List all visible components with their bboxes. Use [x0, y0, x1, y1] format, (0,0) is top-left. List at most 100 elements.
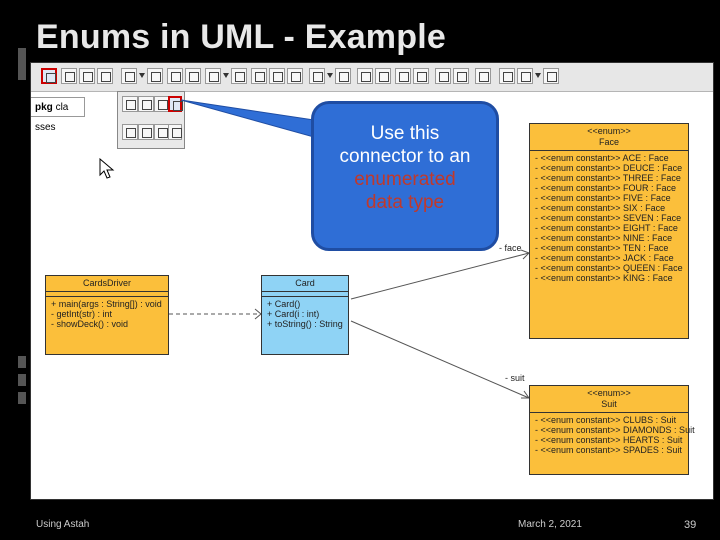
class-tool-button[interactable] [61, 68, 77, 84]
footer-left: Using Astah [36, 519, 90, 530]
note-anchor-tool-button[interactable] [453, 68, 469, 84]
aggregation-icon [158, 128, 168, 138]
class-name: Card [262, 276, 348, 292]
layer-tool-button[interactable] [543, 68, 559, 84]
rectangle-tool-button[interactable] [357, 68, 373, 84]
association-icon [125, 72, 135, 82]
line-icon [439, 72, 449, 82]
enum-stereotype: <<enum>> [587, 126, 631, 136]
class-icon [65, 72, 75, 82]
realization-icon [189, 72, 199, 82]
enum-literal: - <<enum constant>> FIVE : Face [535, 193, 671, 203]
line-tool-button[interactable] [435, 68, 451, 84]
chevron-down-icon[interactable] [223, 73, 229, 78]
realization-tool-button[interactable] [185, 68, 201, 84]
operation: + toString() : String [267, 319, 343, 329]
enum-header: <<enum>> Face [530, 124, 688, 151]
enum-stereotype: <<enum>> [587, 388, 631, 398]
aggregation-tool-button[interactable] [147, 68, 163, 84]
attributes-compartment [46, 292, 168, 297]
connector-popup-menu [117, 91, 185, 149]
enum-header: <<enum>> Suit [530, 386, 688, 413]
interface-icon [83, 72, 93, 82]
ellipse-tool-button[interactable] [375, 68, 391, 84]
operation: + Card(i : int) [267, 309, 320, 319]
text-tool-button[interactable] [395, 68, 411, 84]
enum-literal: - <<enum constant>> DIAMONDS : Suit [535, 425, 695, 435]
composition-icon [142, 128, 152, 138]
chevron-down-icon[interactable] [327, 73, 333, 78]
align-tool-button[interactable] [309, 68, 325, 84]
navigable-composition-button[interactable] [138, 124, 154, 140]
enum-connector-button[interactable] [168, 96, 183, 112]
arrow-right-icon [142, 100, 152, 110]
arrow-right-icon [126, 100, 136, 110]
generalization-tool-button[interactable] [167, 68, 183, 84]
enum-face[interactable]: <<enum>> Face - <<enum constant>> ACE : … [529, 123, 689, 339]
slide-accent-bar [18, 392, 26, 404]
note-anchor-icon [457, 72, 467, 82]
enum-literal: - <<enum constant>> TEN : Face [535, 243, 669, 253]
composition-icon [172, 128, 182, 138]
bidirectional-arrow-icon [158, 100, 168, 110]
select-tool-button[interactable] [41, 68, 57, 84]
enum-literal: - <<enum constant>> SIX : Face [535, 203, 666, 213]
note-tool-button[interactable] [413, 68, 429, 84]
pointer-icon [46, 73, 56, 83]
dependency-icon [209, 72, 219, 82]
mouse-cursor-icon [99, 158, 115, 179]
slide-accent-bar [18, 356, 26, 368]
align-icon [313, 72, 323, 82]
footer-date: March 2, 2021 [518, 519, 582, 530]
operation: - showDeck() : void [51, 319, 129, 329]
callout-text: connector to an [339, 146, 471, 167]
face-role-label: - face [499, 243, 522, 253]
template-icon [291, 72, 301, 82]
distribute-icon [339, 72, 349, 82]
chevron-down-icon[interactable] [139, 73, 145, 78]
aggregation-icon [126, 128, 136, 138]
link-icon [273, 72, 283, 82]
class-cards-driver[interactable]: CardsDriver + main(args : String[]) : vo… [45, 275, 169, 355]
slide-accent-bar [18, 374, 26, 386]
frame-tool-button[interactable] [499, 68, 515, 84]
slide-title: Enums in UML - Example [36, 18, 446, 56]
operations-compartment: + Card() + Card(i : int) + toString() : … [262, 297, 348, 329]
package-tool-button[interactable] [97, 68, 113, 84]
class-card[interactable]: Card + Card() + Card(i : int) + toString… [261, 275, 349, 355]
directed-association-button[interactable] [122, 96, 138, 112]
association-tool-button[interactable] [121, 68, 137, 84]
enum-literal: - <<enum constant>> FOUR : Face [535, 183, 677, 193]
frame-icon [503, 72, 513, 82]
distribute-tool-button[interactable] [335, 68, 351, 84]
enum-literal: - <<enum constant>> HEARTS : Suit [535, 435, 683, 445]
fill-tool-button[interactable] [517, 68, 533, 84]
rectangle-icon [361, 72, 371, 82]
enum-literal: - <<enum constant>> CLUBS : Suit [535, 415, 677, 425]
suit-association-line [350, 320, 530, 399]
slide-accent-bar [18, 48, 26, 80]
link-tool-button[interactable] [269, 68, 285, 84]
pin-tool-button[interactable] [475, 68, 491, 84]
tab-prefix: pkg [35, 102, 53, 113]
arrow-right-icon [173, 101, 183, 111]
enum-literal: - <<enum constant>> JACK : Face [535, 253, 674, 263]
diagram-tab[interactable]: pkg cla sses [31, 97, 85, 133]
suit-association-arrowhead [521, 390, 530, 399]
suit-role-label: - suit [505, 373, 525, 383]
object-tool-button[interactable] [251, 68, 267, 84]
package-icon [101, 72, 111, 82]
usage-tool-button[interactable] [231, 68, 247, 84]
operation: + Card() [267, 299, 301, 309]
composition-button[interactable] [138, 96, 154, 112]
enum-literal: - <<enum constant>> EIGHT : Face [535, 223, 678, 233]
template-tool-button[interactable] [287, 68, 303, 84]
composite-aggregation-button[interactable] [168, 124, 182, 140]
interface-tool-button[interactable] [79, 68, 95, 84]
callout-pointer [180, 99, 322, 140]
chevron-down-icon[interactable] [535, 73, 541, 78]
navigable-aggregation-button[interactable] [122, 124, 138, 140]
dependency-tool-button[interactable] [205, 68, 221, 84]
enum-suit[interactable]: <<enum>> Suit - <<enum constant>> CLUBS … [529, 385, 695, 475]
callout-highlight-text: data type [365, 192, 445, 213]
